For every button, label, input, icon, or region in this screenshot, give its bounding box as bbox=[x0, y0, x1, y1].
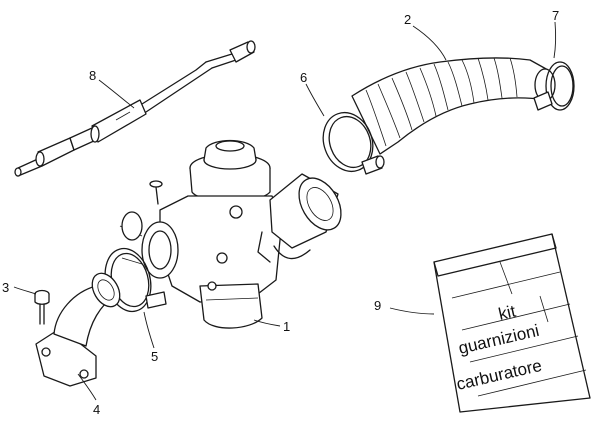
callout-3: 3 bbox=[2, 280, 9, 295]
part-3-screw bbox=[34, 289, 50, 325]
kit-label-line-1: kit bbox=[497, 301, 518, 323]
callout-9: 9 bbox=[374, 298, 381, 313]
callout-2: 2 bbox=[404, 12, 411, 27]
callout-numbers: 1 2 3 4 5 6 7 8 9 bbox=[2, 8, 559, 417]
callout-8: 8 bbox=[89, 68, 96, 83]
callout-5: 5 bbox=[151, 349, 158, 364]
part-1-carburettor bbox=[119, 139, 342, 329]
part-2-intake-hose bbox=[351, 57, 556, 155]
callout-4: 4 bbox=[93, 402, 100, 417]
part-6-hose-clamp bbox=[322, 111, 385, 175]
part-4-intake-manifold bbox=[35, 272, 121, 387]
part-8-cable bbox=[14, 40, 256, 177]
callout-7: 7 bbox=[552, 8, 559, 23]
callout-1: 1 bbox=[283, 319, 290, 334]
part-7-hose-clamp bbox=[533, 61, 575, 111]
leader-lines bbox=[13, 21, 557, 401]
part-9-gasket-kit: kit guarnizioni carburatore bbox=[433, 233, 591, 413]
callout-6: 6 bbox=[300, 70, 307, 85]
